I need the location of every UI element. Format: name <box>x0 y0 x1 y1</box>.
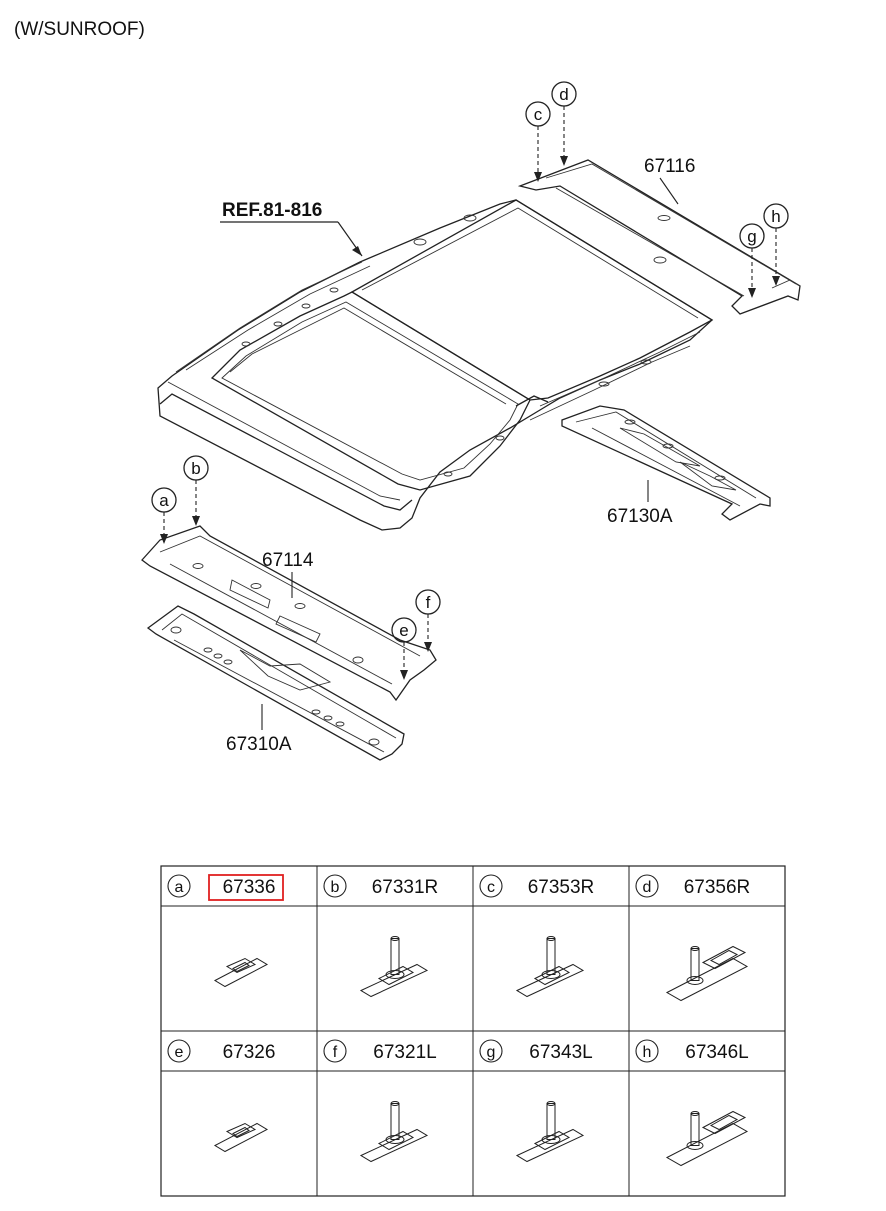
small-clip-icon <box>213 1122 269 1153</box>
front-reinforcement-part-number: 67310A <box>226 734 292 755</box>
bolt-bracket-clip-icon <box>665 1110 749 1167</box>
svg-text:d: d <box>559 85 568 104</box>
legend-cell-b: b 67331R <box>323 874 439 998</box>
legend-letter: a <box>175 879 184 896</box>
rear-rail-part-number: 67116 <box>644 156 695 177</box>
center-bow-part-number: 67130A <box>607 506 673 527</box>
legend-letter-circle <box>323 1039 347 1063</box>
front-rail-part-number: 67114 <box>262 550 314 571</box>
legend-part-number: 67331R <box>372 877 439 898</box>
callout-g: g <box>739 223 765 298</box>
legend-letter: c <box>487 879 495 896</box>
bolt-clip-icon <box>515 1101 585 1163</box>
legend-letter-circle <box>167 874 191 898</box>
legend-letter: e <box>175 1044 184 1061</box>
legend-cell-c: c 67353R <box>479 874 595 998</box>
legend-letter: b <box>331 879 340 896</box>
legend-cell-e: e 67326 <box>167 1039 276 1153</box>
svg-text:a: a <box>159 491 169 510</box>
callout-a: a <box>151 487 177 544</box>
bolt-bracket-clip-icon <box>665 945 749 1002</box>
legend-letter-circle <box>635 1039 659 1063</box>
svg-text:h: h <box>771 207 780 226</box>
front-reinforcement-illustration <box>146 605 405 761</box>
front-rail-illustration <box>141 525 437 702</box>
legend-letter-circle <box>635 874 659 898</box>
legend-part-number: 67346L <box>685 1042 748 1063</box>
legend-cell-h: h 67346L <box>635 1039 749 1167</box>
parts-legend-table: a 67336 b 67331R c 67353R d 67356R e 67326 f 67321L… <box>160 865 786 1197</box>
svg-text:c: c <box>534 105 543 124</box>
callout-c: c <box>525 101 551 182</box>
legend-letter-circle <box>167 1039 191 1063</box>
legend-letter: g <box>487 1044 496 1061</box>
legend-cell-g: g 67343L <box>479 1039 593 1163</box>
reference-callout: REF.81-816 <box>220 200 363 257</box>
legend-letter: h <box>643 1044 652 1061</box>
bolt-clip-icon <box>359 1101 429 1163</box>
legend-part-number: 67353R <box>528 877 595 898</box>
callout-b: b <box>183 455 209 526</box>
legend-part-number: 67326 <box>223 1042 276 1063</box>
svg-text:g: g <box>747 227 756 246</box>
callout-h: h <box>763 203 789 286</box>
roof-panel-illustration <box>157 199 714 531</box>
callout-f: f <box>415 589 441 652</box>
svg-text:b: b <box>191 459 200 478</box>
legend-part-number: 67321L <box>373 1042 436 1063</box>
reference-label: REF.81-816 <box>222 200 322 221</box>
legend-cell-f: f 67321L <box>323 1039 437 1163</box>
legend-letter-circle <box>479 1039 503 1063</box>
rear-rail-illustration <box>517 159 801 315</box>
legend-part-number: 67336 <box>223 877 276 898</box>
legend-cell-d: d 67356R <box>635 874 751 1002</box>
svg-text:f: f <box>426 593 431 612</box>
highlight-box <box>208 874 284 901</box>
callout-d: d <box>551 81 577 166</box>
bolt-clip-icon <box>359 936 429 998</box>
legend-part-number: 67356R <box>684 877 751 898</box>
legend-letter: f <box>333 1044 338 1061</box>
variant-label: (W/SUNROOF) <box>14 19 145 40</box>
small-clip-icon <box>213 957 269 988</box>
legend-cell-a: a 67336 <box>167 874 284 988</box>
svg-text:e: e <box>399 621 408 640</box>
bolt-clip-icon <box>515 936 585 998</box>
legend-letter: d <box>643 879 652 896</box>
legend-part-number: 67343L <box>529 1042 592 1063</box>
legend-letter-circle <box>323 874 347 898</box>
callout-e: e <box>391 617 417 680</box>
center-bow-illustration <box>561 405 771 521</box>
legend-letter-circle <box>479 874 503 898</box>
